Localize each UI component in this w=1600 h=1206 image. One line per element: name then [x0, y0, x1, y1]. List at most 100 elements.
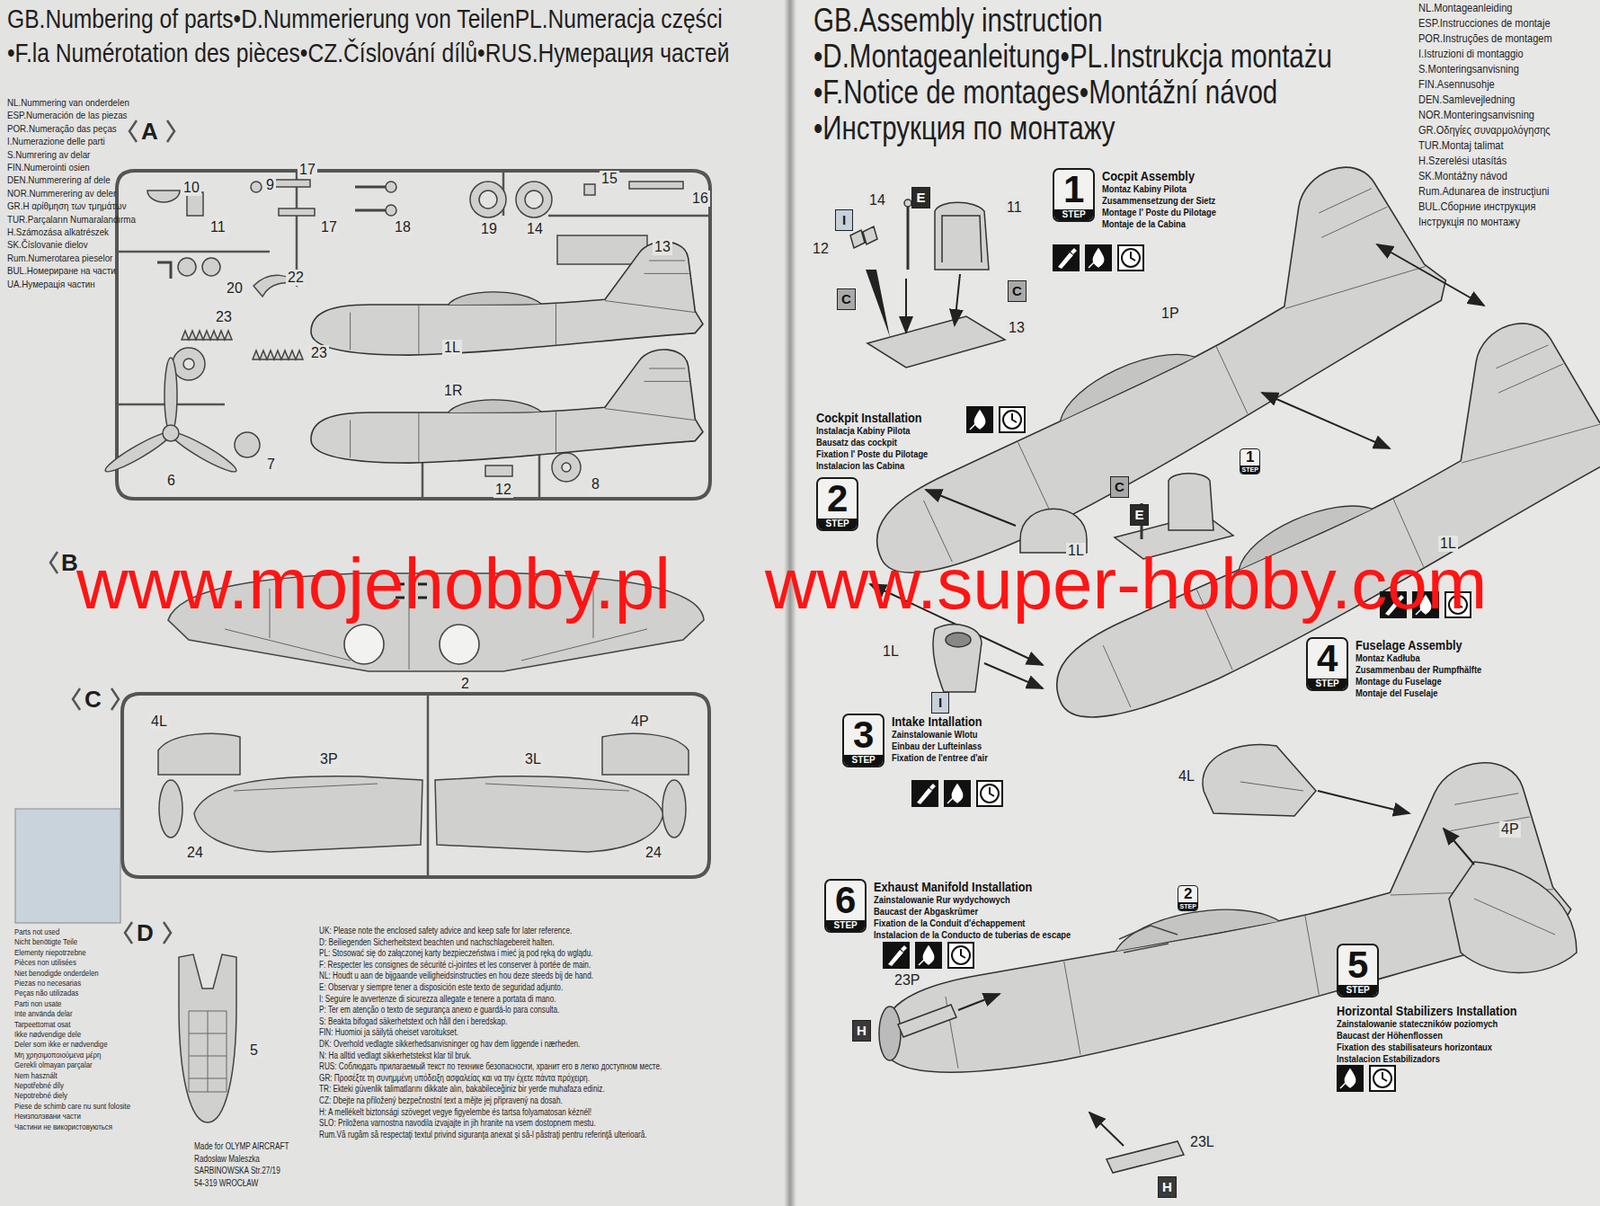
note-text: Piezas no necesarias — [14, 978, 81, 989]
safety-text: I: Seguire le avvertenze di sicurezza al… — [319, 994, 556, 1005]
part-number: 1P — [1159, 305, 1182, 322]
step-block: 1STEPCocpit AssemblyMontaz Kabiny Pilota… — [1052, 168, 1237, 231]
part-number: 23L — [1188, 1134, 1217, 1151]
step-number: 2 — [1178, 886, 1198, 903]
part-number: 2 — [459, 675, 472, 693]
step-subtitle: Montaz Kadłuba — [1355, 652, 1482, 665]
language-list-item: ESP.Numeración de las piezas — [7, 109, 127, 122]
step-subtitle: Zusammensetzung der Sietz — [1102, 195, 1217, 207]
part-number: 10 — [181, 179, 202, 196]
step-word: STEP — [817, 518, 857, 530]
sprue-letter: B — [61, 550, 79, 578]
step-badge: 1STEP — [1052, 168, 1095, 223]
note-text: Parts not used — [14, 927, 60, 938]
step-number: 1 — [1054, 169, 1094, 210]
step-title: Horizontal Stabilizers Installation — [1336, 1003, 1517, 1019]
step-block: 2STEPCockpit InstallationInstalacja Kabi… — [816, 409, 948, 532]
step-subtitle: Instalacion de la Conducto de tuberias d… — [873, 929, 1071, 942]
part-number: 6 — [165, 472, 178, 489]
step-subtitle: Zainstalowanie Wlotu — [891, 728, 988, 741]
part-letter-tag: C — [1110, 476, 1129, 498]
note-text: Неизползвани части — [14, 1111, 81, 1122]
note-text: Nepotrebné diely — [14, 1091, 68, 1102]
language-list-item: UA.Нумерація частин — [7, 278, 96, 291]
part-number: 15 — [599, 170, 620, 187]
maker-address: SARBINOWSKA Str.27/19 — [194, 1165, 281, 1177]
language-list-item: GR.Οδηγίες συναρμολόγησης — [1418, 124, 1551, 138]
sprue-letter: C — [84, 686, 102, 714]
step-number: 4 — [1307, 639, 1347, 679]
step-subtitle: Fixation l' Poste du Pilotage — [816, 448, 928, 461]
step-titles: Horizontal Stabilizers InstallationZains… — [1336, 1003, 1549, 1066]
language-list-item: DEN.Nummerering af dele — [7, 174, 111, 187]
part-number: 4P — [629, 713, 651, 730]
step-title: Fuselage Assembly — [1355, 637, 1482, 653]
language-list-item: NOR.Monteringsanvisning — [1418, 108, 1535, 123]
language-list-item: Інструкція по монтажу — [1418, 215, 1520, 230]
step-badge: 2STEP — [816, 477, 859, 532]
safety-text: SLO: Priložena varnostna navodila izvaja… — [319, 1118, 596, 1129]
step-badge: 6STEP — [824, 879, 867, 934]
part-letter-tag: E — [911, 186, 931, 209]
part-number: 5 — [248, 1042, 260, 1059]
part-number: 14 — [524, 221, 545, 238]
language-list-item: NL.Montageanleiding — [1418, 1, 1512, 16]
safety-text: S: Beakta bifogad säkerhetstext och håll… — [319, 1016, 507, 1028]
tag-letter: C — [1012, 283, 1023, 299]
tag-letter: E — [1134, 506, 1144, 523]
part-number: 13 — [1006, 320, 1027, 337]
safety-text: E: Observar y siempre tener a disposició… — [319, 982, 563, 994]
step-number: 5 — [1338, 945, 1378, 986]
tag-letter: E — [915, 189, 925, 205]
part-number: 4P — [1499, 821, 1521, 838]
part-number: 14 — [867, 192, 888, 209]
part-number: 1L — [442, 339, 463, 356]
language-list-item: H.Szerelési utasítás — [1418, 154, 1507, 169]
part-number: 23 — [309, 345, 329, 362]
step-subtitle: Instalacion las Cabina — [816, 460, 928, 472]
step-word: STEP — [1338, 985, 1378, 996]
part-number: 16 — [690, 190, 711, 207]
safety-text: F: Respecter les consignes de sécurité c… — [319, 960, 591, 971]
header-text: •Инструкция по монтажу — [813, 109, 1116, 147]
part-number: 1L — [880, 643, 901, 660]
step-reference: 1STEP — [1239, 448, 1261, 475]
safety-text: H: A mellékelt biztonsági szöveget vegye… — [319, 1107, 592, 1119]
step-subtitle: Zainstalowanie stateczników poziomych — [1336, 1018, 1517, 1031]
part-number: 24 — [643, 844, 664, 862]
tag-letter: C — [1114, 479, 1125, 495]
step-reference: 2STEP — [1177, 885, 1199, 912]
part-number: 23P — [892, 972, 922, 989]
language-list-item: FIN.Numerointi osien — [7, 161, 90, 174]
part-number: 12 — [810, 240, 831, 258]
step-word: STEP — [1178, 902, 1198, 911]
part-number: 19 — [479, 221, 499, 238]
language-list-item: POR.Numeração das peças — [7, 123, 117, 135]
safety-text: FIN: Huomioi ja säilytä oheiset varoituk… — [319, 1027, 459, 1039]
part-letter-tag: C — [1007, 280, 1027, 303]
step-badge: 1STEP — [1239, 448, 1261, 475]
step-word: STEP — [1240, 465, 1260, 474]
safety-text: PL: Stosować się do załączonej karty bez… — [319, 948, 593, 960]
step-titles: Exhaust Manifold InstallationZainstalowa… — [873, 879, 1106, 942]
part-number: 11 — [208, 219, 228, 236]
safety-text: RUS: Соблюдать прилагаемый текст по техн… — [319, 1061, 662, 1073]
step-subtitle: Bausatz das cockpit — [816, 436, 928, 449]
step-subtitle: Baucast der Abgaskrümer — [873, 906, 1071, 918]
part-number: 17 — [319, 219, 339, 236]
step-block: 6STEPExhaust Manifold InstallationZainst… — [824, 879, 1106, 942]
safety-text: DK: Overhold vedlagte sikkerhedsanvisnin… — [319, 1039, 580, 1050]
step-block: 3STEPIntake IntallationZainstalowanie Wl… — [842, 713, 1005, 768]
step-titles: Intake IntallationZainstalowanie WlotuEi… — [891, 713, 1005, 765]
part-letter-tag: E — [1129, 504, 1149, 526]
part-number: 1R — [442, 382, 464, 400]
maker-address: Radosław Maleszka — [194, 1154, 260, 1165]
part-number: 11 — [1004, 199, 1024, 216]
part-number: 3P — [318, 751, 340, 768]
note-text: Pièces non utilisées — [14, 958, 77, 969]
header-text: GB.Assembly instruction — [813, 1, 1103, 39]
note-text: Nicht benötigte Teile — [14, 937, 78, 948]
tag-letter: C — [841, 291, 852, 307]
step-badge: 5STEP — [1336, 943, 1379, 998]
part-number: 13 — [652, 239, 673, 256]
